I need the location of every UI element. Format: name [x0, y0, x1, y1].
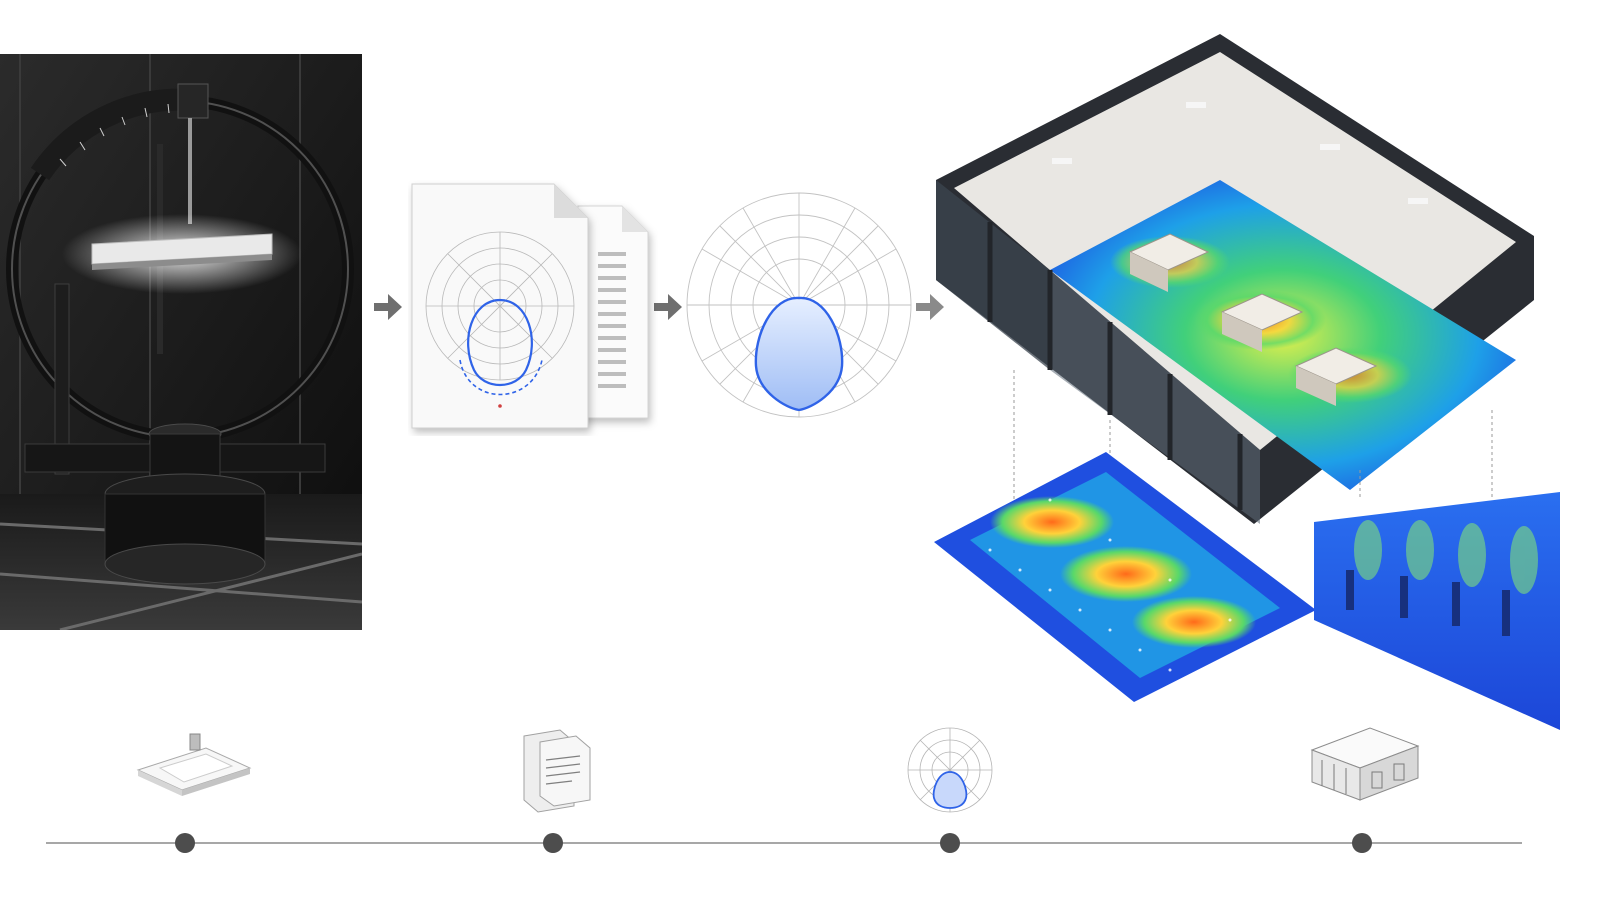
polar-diagram-icon	[907, 727, 993, 813]
goniophotometer-photo	[0, 54, 362, 630]
arrow-right-icon	[374, 294, 402, 320]
store-heatmap-icon	[934, 34, 1560, 730]
polar-curve-icon	[686, 192, 912, 418]
timeline-node	[1352, 833, 1372, 853]
arrow-right-icon	[916, 294, 944, 320]
timeline-node	[543, 833, 563, 853]
luminaire-panel-icon	[136, 733, 252, 796]
arrow-right-icon	[654, 294, 682, 320]
document-polar-icon	[411, 183, 649, 429]
building-model-icon	[1310, 727, 1420, 801]
timeline-node	[940, 833, 960, 853]
process-timeline	[46, 727, 1522, 853]
timeline-node	[175, 833, 195, 853]
data-document-icon	[523, 729, 591, 813]
